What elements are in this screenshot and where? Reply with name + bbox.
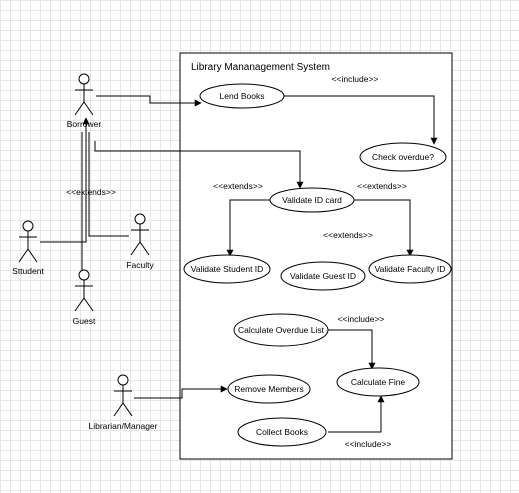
stereotype-include-lend-check: <<include>> [332, 74, 379, 84]
use-case-label: Check overdue? [372, 152, 434, 162]
connector-borrower-validate-id [94, 141, 304, 189]
use-case-label: Remove Members [234, 384, 303, 394]
connector-validate-student [226, 199, 270, 257]
use-case-label: Validate ID card [282, 195, 342, 205]
use-case-label: Validate Guest ID [290, 271, 356, 281]
actor-guest[interactable]: Guest [73, 269, 96, 326]
connector-faculty-borrower [88, 132, 129, 237]
actor-librarian[interactable]: Librarian/Manager [89, 374, 158, 431]
connector-librarian-remove [134, 385, 228, 399]
stick-figure-icon [74, 73, 94, 116]
stereotype-include-collect-fine: <<include>> [345, 439, 392, 449]
connector-borrower-lend-books [96, 95, 202, 107]
connector-student-borrower [40, 117, 90, 243]
stick-figure-icon [74, 269, 94, 312]
connector-collect-fine [328, 395, 385, 433]
use-case-label: Collect Books [256, 427, 308, 437]
use-case-validate-student-id[interactable]: Validate Student ID [183, 254, 271, 284]
use-case-validate-guest-id[interactable]: Validate Guest ID [280, 261, 366, 291]
system-title: Library Mananagement System [191, 62, 330, 73]
use-case-check-overdue[interactable]: Check overdue? [359, 142, 447, 172]
use-case-validate-id-card[interactable]: Validate ID card [269, 187, 355, 213]
actor-label: Borrower [67, 119, 102, 129]
stereotype-extends-student: <<extends>> [213, 181, 263, 191]
use-case-validate-faculty-id[interactable]: Validate Faculty ID [368, 254, 452, 284]
actor-faculty[interactable]: Faculty [126, 213, 154, 270]
stick-figure-icon [130, 213, 150, 256]
stereotype-extends-actors: <<extends>> [66, 187, 116, 197]
use-case-calculate-overdue-list[interactable]: Calculate Overdue List [233, 313, 329, 347]
use-case-lend-books[interactable]: Lend Books [199, 83, 285, 109]
actor-label: Faculty [126, 260, 154, 270]
actor-student[interactable]: Sttudent [12, 220, 44, 276]
use-case-calculate-fine[interactable]: Calculate Fine [336, 367, 420, 397]
actor-borrower[interactable]: Borrower [67, 73, 102, 129]
use-case-label: Validate Student ID [191, 264, 264, 274]
use-case-label: Lend Books [220, 91, 265, 101]
connector-validate-faculty [354, 199, 414, 257]
use-case-label: Calculate Overdue List [238, 325, 325, 335]
actor-label: Librarian/Manager [89, 421, 158, 431]
connector-lend-check-overdue [284, 95, 438, 145]
actor-label: Sttudent [12, 266, 44, 276]
stereotype-extends-guest: <<extends>> [323, 230, 373, 240]
use-case-label: Calculate Fine [351, 377, 406, 387]
stick-figure-icon [18, 220, 38, 263]
stereotype-extends-faculty: <<extends>> [357, 181, 407, 191]
actor-label: Guest [73, 316, 96, 326]
connectors [40, 95, 438, 433]
stick-figure-icon [113, 374, 133, 417]
connector-overdue-list-fine [328, 329, 376, 370]
use-case-remove-members[interactable]: Remove Members [227, 374, 311, 404]
use-case-collect-books[interactable]: Collect Books [237, 417, 327, 447]
use-case-label: Validate Faculty ID [375, 264, 446, 274]
stereotype-include-overdue-fine: <<include>> [338, 314, 385, 324]
